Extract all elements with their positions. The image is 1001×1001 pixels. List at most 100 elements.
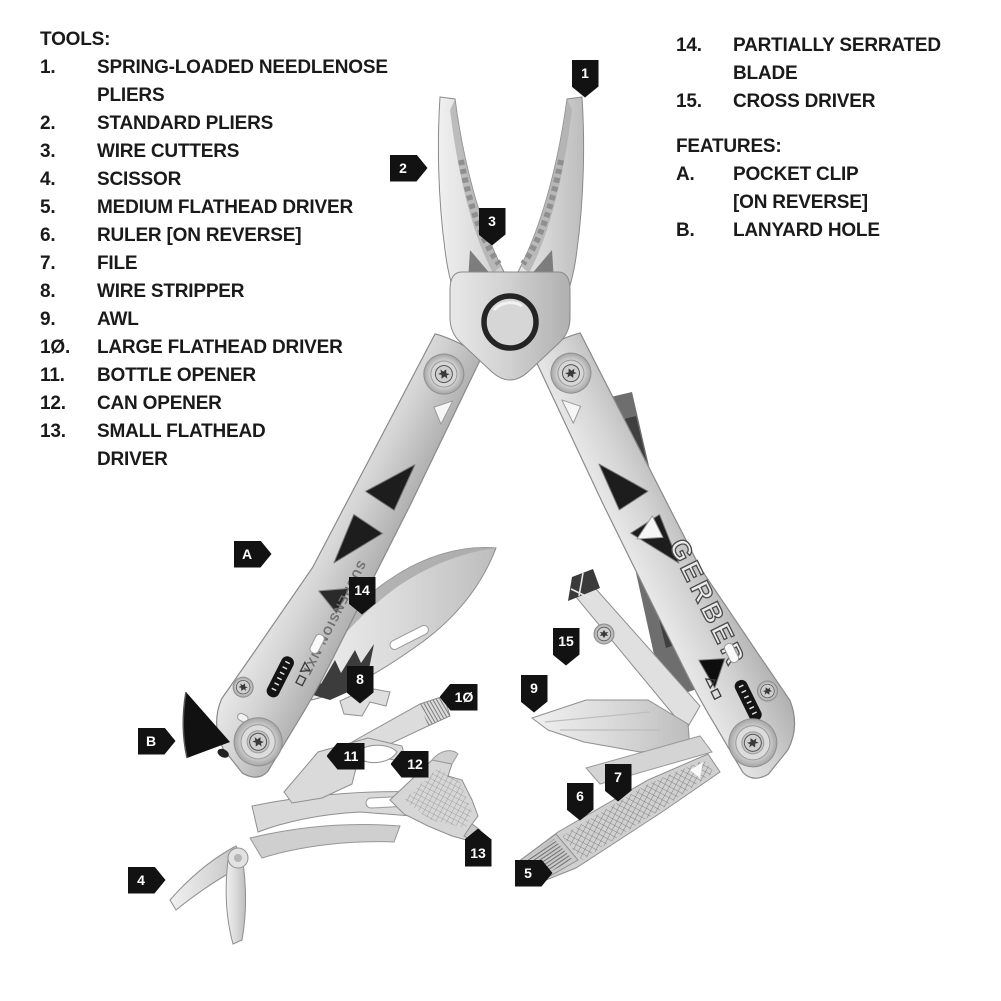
item-number: 8. <box>40 281 56 302</box>
item-label: WIRE CUTTERS <box>97 141 240 162</box>
callout-marker-label: 7 <box>614 769 622 785</box>
item-number: 5. <box>40 197 56 218</box>
tools-list-continued-items: 14. PARTIALLY SERRATED BLADE 15. CROSS DRIV… <box>676 32 986 116</box>
callout-marker-label: 8 <box>356 671 364 687</box>
list-item: A. POCKET CLIP [ON REVERSE] <box>676 161 986 217</box>
item-number: 13. <box>40 421 66 442</box>
item-number: B. <box>676 220 695 241</box>
callout-marker-14: 14 <box>348 576 376 615</box>
callout-marker-7: 7 <box>604 763 632 802</box>
item-number: 2. <box>40 113 56 134</box>
callout-marker-1Ø: 1Ø <box>439 683 478 711</box>
can-opener <box>389 750 481 843</box>
right-column: 14. PARTIALLY SERRATED BLADE 15. CROSS DRIV… <box>676 32 986 245</box>
callout-marker-label: 1Ø <box>454 689 474 705</box>
list-item: 1Ø. LARGE FLATHEAD DRIVER <box>40 334 430 362</box>
item-number: 1Ø. <box>40 337 71 358</box>
item-label: CROSS DRIVER <box>733 91 876 112</box>
callout-marker-2: 2 <box>389 154 428 182</box>
item-label: LARGE FLATHEAD DRIVER <box>97 337 343 358</box>
list-item: 11. BOTTLE OPENER <box>40 362 430 390</box>
features-list-items: A. POCKET CLIP [ON REVERSE] B. LANYARD HOLE <box>676 161 986 245</box>
item-label: STANDARD PLIERS <box>97 113 274 134</box>
item-label: RULER [ON REVERSE] <box>97 225 302 246</box>
callout-marker-label: 13 <box>470 845 486 861</box>
callout-marker-label: 5 <box>524 865 532 881</box>
item-label: FILE <box>97 253 138 274</box>
pliers-head <box>437 96 585 381</box>
item-label: SCISSOR <box>97 169 182 190</box>
list-item: B. LANYARD HOLE <box>676 217 986 245</box>
item-label: WIRE STRIPPER <box>97 281 245 302</box>
item-number: 15. <box>676 91 702 112</box>
cross-driver <box>568 569 701 731</box>
list-item: 14. PARTIALLY SERRATED BLADE <box>676 32 986 88</box>
item-number: A. <box>676 164 695 185</box>
callout-marker-A: A <box>233 540 272 568</box>
list-item: 3. WIRE CUTTERS <box>40 138 430 166</box>
callout-marker-13: 13 <box>464 828 492 867</box>
callout-marker-label: 6 <box>576 788 584 804</box>
item-label: SPRING-LOADED NEEDLENOSE PLIERS <box>97 57 388 106</box>
callout-marker-label: 3 <box>488 213 496 229</box>
callout-marker-11: 11 <box>326 742 365 770</box>
callout-marker-6: 6 <box>566 782 594 821</box>
callout-marker-4: 4 <box>127 866 166 894</box>
callout-marker-8: 8 <box>346 665 374 704</box>
callout-marker-label: A <box>241 546 253 562</box>
callout-marker-label: 14 <box>354 582 370 598</box>
callout-marker-label: 9 <box>530 680 538 696</box>
callout-marker-label: 4 <box>137 872 145 888</box>
item-number: 7. <box>40 253 56 274</box>
pocket-clip <box>182 691 230 759</box>
item-number: 12. <box>40 393 66 414</box>
item-number: 6. <box>40 225 56 246</box>
callout-marker-1: 1 <box>571 59 599 98</box>
item-label: PARTIALLY SERRATED BLADE <box>733 35 941 84</box>
list-item: 1. SPRING-LOADED NEEDLENOSE PLIERS <box>40 54 430 110</box>
item-label: MEDIUM FLATHEAD DRIVER <box>97 197 353 218</box>
item-label: CAN OPENER <box>97 393 222 414</box>
item-number: 1. <box>40 57 56 78</box>
list-item: 7. FILE <box>40 250 430 278</box>
item-label: AWL <box>97 309 139 330</box>
callout-marker-label: 2 <box>399 160 407 176</box>
callout-marker-3: 3 <box>478 207 506 246</box>
item-number: 11. <box>40 365 65 386</box>
callout-marker-12: 12 <box>390 750 429 778</box>
features-list-heading: FEATURES: <box>676 136 782 157</box>
callout-marker-B: B <box>137 727 176 755</box>
list-item: 15. CROSS DRIVER <box>676 88 986 116</box>
callout-marker-label: 1 <box>581 65 589 81</box>
callout-marker-label: 11 <box>343 748 359 764</box>
callout-marker-5: 5 <box>514 859 553 887</box>
item-label: SMALL FLATHEAD DRIVER <box>97 421 266 470</box>
list-item: 2. STANDARD PLIERS <box>40 110 430 138</box>
list-item: 9. AWL <box>40 306 430 334</box>
item-label: LANYARD HOLE <box>733 220 880 241</box>
callout-marker-15: 15 <box>552 627 580 666</box>
list-item: 5. MEDIUM FLATHEAD DRIVER <box>40 194 430 222</box>
list-item: 4. SCISSOR <box>40 166 430 194</box>
callout-marker-9: 9 <box>520 674 548 713</box>
list-item: 6. RULER [ON REVERSE] <box>40 222 430 250</box>
tools-list-heading: TOOLS: <box>40 29 111 50</box>
tools-list: TOOLS: 1. SPRING-LOADED NEEDLENOSE PLIERS… <box>40 26 430 474</box>
left-handle: SUSPENSION NXT <box>216 333 483 778</box>
callout-marker-label: B <box>145 733 157 749</box>
item-label: POCKET CLIP [ON REVERSE] <box>733 164 868 213</box>
item-number: 4. <box>40 169 56 190</box>
pivot-boss <box>449 271 571 381</box>
item-label: BOTTLE OPENER <box>97 365 256 386</box>
item-number: 14. <box>676 35 702 56</box>
list-item: 13. SMALL FLATHEAD DRIVER <box>40 418 430 474</box>
callout-marker-label: 15 <box>558 633 574 649</box>
tools-list-items: 1. SPRING-LOADED NEEDLENOSE PLIERS 2. STAND… <box>40 54 430 474</box>
list-item: 8. WIRE STRIPPER <box>40 278 430 306</box>
item-number: 3. <box>40 141 56 162</box>
list-item: 12. CAN OPENER <box>40 390 430 418</box>
item-number: 9. <box>40 309 56 330</box>
